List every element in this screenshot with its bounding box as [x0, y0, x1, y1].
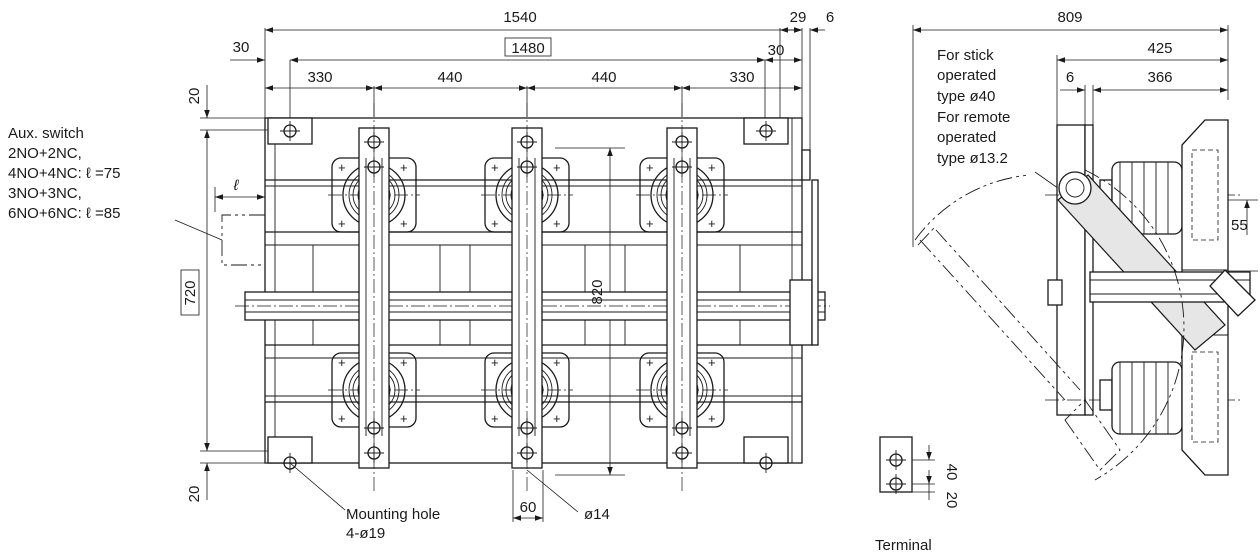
- mounting-plate: [1056, 124, 1086, 416]
- dim-6: 6: [826, 9, 834, 26]
- basic-dim-box: [504, 37, 552, 57]
- dim-pole-height: 820: [589, 279, 606, 304]
- operating-line-5: operated: [937, 129, 996, 146]
- basic-dim-box: [180, 269, 200, 316]
- operating-line-2: operated: [937, 67, 996, 84]
- dim-mounting-span: 1480: [511, 40, 544, 57]
- side-view: 809 425 6 366 55 For stick operated type…: [912, 9, 1258, 481]
- operating-note: For stick operated type ø40 For remote o…: [937, 47, 1010, 167]
- blade-arm: [1057, 171, 1256, 351]
- aux-switch-line-4: 3NO+3NC,: [8, 185, 82, 202]
- terminal-detail: 40 20 Terminal: [875, 436, 960, 554]
- dim-29: 29: [790, 9, 807, 26]
- dim-right-offset: 30: [768, 42, 785, 59]
- operating-line-4: For remote: [937, 109, 1010, 126]
- operating-line-1: For stick: [937, 47, 994, 64]
- aux-switch-line-3: 4NO+4NC: ℓ =75: [8, 165, 120, 182]
- dim-base-depth: 425: [1147, 40, 1172, 57]
- mounting-hole-leader: [289, 462, 346, 511]
- mounting-hole-spec: 4-ø19: [346, 525, 385, 542]
- dim-insulator-depth: 366: [1147, 69, 1172, 86]
- aux-switch-line-5: 6NO+6NC: ℓ =85: [8, 205, 120, 222]
- terminal-hole-leader: [526, 469, 579, 513]
- dim-plate-gap: 6: [1066, 69, 1074, 86]
- dim-overall-width: 1540: [503, 9, 536, 26]
- aux-switch-line-1: Aux. switch: [8, 125, 84, 142]
- dim-pitch-outer-left: 330: [307, 69, 332, 86]
- dim-ell-symbol: ℓ: [233, 177, 240, 194]
- dim-bottom-edge: 20: [186, 486, 203, 503]
- dim-top-edge: 20: [186, 88, 203, 105]
- operating-line-6: type ø13.2: [937, 150, 1008, 167]
- dim-pitch-inner-left: 440: [437, 69, 462, 86]
- dim-pitch-outer-right: 330: [729, 69, 754, 86]
- mounting-hole-label: Mounting hole: [346, 506, 440, 523]
- aux-switch-outline: [221, 214, 265, 266]
- dim-left-offset: 30: [233, 39, 250, 56]
- dim-terminal-edge: 20: [943, 492, 960, 509]
- dim-pitch-inner-right: 440: [591, 69, 616, 86]
- dim-overall-depth: 809: [1057, 9, 1082, 26]
- front-view: 1540 29 6 30 1480 30 330 440 440 330 20 …: [8, 9, 834, 542]
- dim-terminal-hole: ø14: [584, 506, 610, 523]
- dim-terminal-width: 60: [520, 499, 537, 516]
- dim-handle-offset: 55: [1231, 217, 1248, 234]
- dimension-lines: [204, 27, 825, 521]
- aux-switch-leader: [174, 219, 223, 241]
- terminal-label: Terminal: [875, 537, 932, 554]
- dim-mounting-height: 720: [182, 280, 199, 305]
- aux-switch-line-2: 2NO+2NC,: [8, 145, 82, 162]
- dim-terminal-pitch: 40: [943, 464, 960, 481]
- operating-line-3: type ø40: [937, 88, 995, 105]
- aux-switch-note: Aux. switch 2NO+2NC, 4NO+4NC: ℓ =75 3NO+…: [8, 125, 120, 222]
- open-position-phantom: [912, 169, 1185, 481]
